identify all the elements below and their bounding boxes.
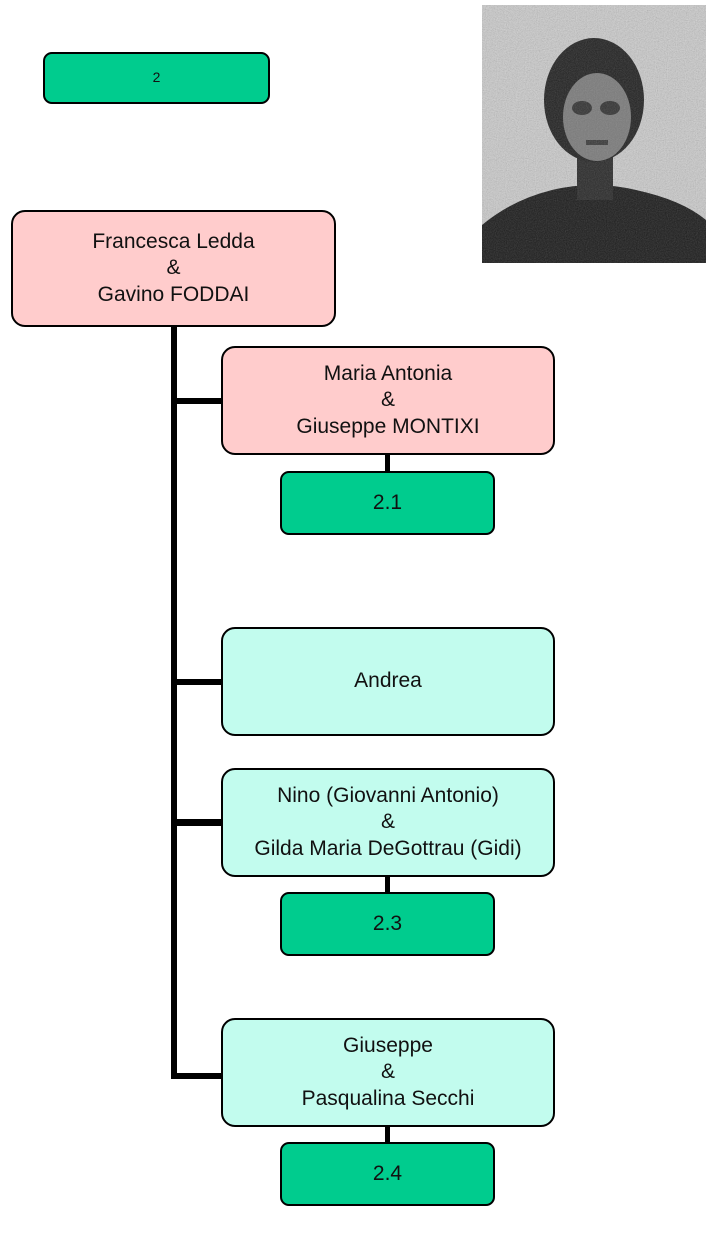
branch-line-1 bbox=[171, 398, 223, 404]
child-box-giuseppe-pasqualina-visible[interactable]: Giuseppe & Pasqualina Secchi bbox=[221, 1018, 555, 1127]
child-amp: & bbox=[380, 388, 395, 412]
child-box-maria-antonia[interactable]: Maria Antonia & Giuseppe MONTIXI bbox=[221, 346, 555, 455]
ref-connector-3 bbox=[385, 877, 390, 894]
ref-connector-4 bbox=[385, 1127, 390, 1144]
child-spouse: Giuseppe MONTIXI bbox=[296, 414, 480, 438]
ref-connector-1 bbox=[385, 455, 390, 472]
root-couple-box[interactable]: Francesca Ledda & Gavino FODDAI bbox=[11, 210, 336, 327]
child-box-nino[interactable]: Nino (Giovanni Antonio) & Gilda Maria De… bbox=[221, 768, 555, 877]
root-name: Francesca Ledda bbox=[92, 230, 255, 254]
child-name: Nino (Giovanni Antonio) bbox=[277, 784, 499, 808]
trunk-line-lower bbox=[171, 826, 177, 1079]
ref-box-2-3[interactable]: 2.3 bbox=[280, 892, 495, 956]
ref-box-2-4[interactable]: 2.4 bbox=[280, 1142, 495, 1206]
child-amp: & bbox=[380, 810, 395, 834]
child-spouse: Pasqualina Secchi bbox=[301, 1086, 475, 1110]
header-ref-label: 2 bbox=[152, 69, 161, 86]
ref-label: 2.4 bbox=[372, 1161, 403, 1185]
child-name: Giuseppe bbox=[343, 1034, 433, 1058]
branch-line-2 bbox=[171, 679, 223, 685]
root-spouse: Gavino FODDAI bbox=[97, 282, 250, 306]
ref-box-2-1[interactable]: 2.1 bbox=[280, 471, 495, 535]
portrait-icon bbox=[482, 5, 706, 263]
header-ref-box[interactable]: 2 bbox=[43, 52, 270, 104]
portrait-photo bbox=[482, 5, 706, 263]
child-name: Andrea bbox=[354, 669, 422, 693]
branch-line-4-real bbox=[171, 1073, 223, 1079]
trunk-line bbox=[171, 327, 177, 826]
child-name: Maria Antonia bbox=[323, 362, 453, 386]
child-spouse: Gilda Maria DeGottrau (Gidi) bbox=[254, 836, 522, 860]
ref-label: 2.1 bbox=[372, 490, 403, 514]
ref-label: 2.3 bbox=[372, 911, 403, 935]
child-box-andrea[interactable]: Andrea bbox=[221, 627, 555, 736]
branch-line-4 bbox=[171, 820, 223, 826]
root-amp: & bbox=[166, 256, 181, 280]
child-amp: & bbox=[380, 1060, 395, 1084]
